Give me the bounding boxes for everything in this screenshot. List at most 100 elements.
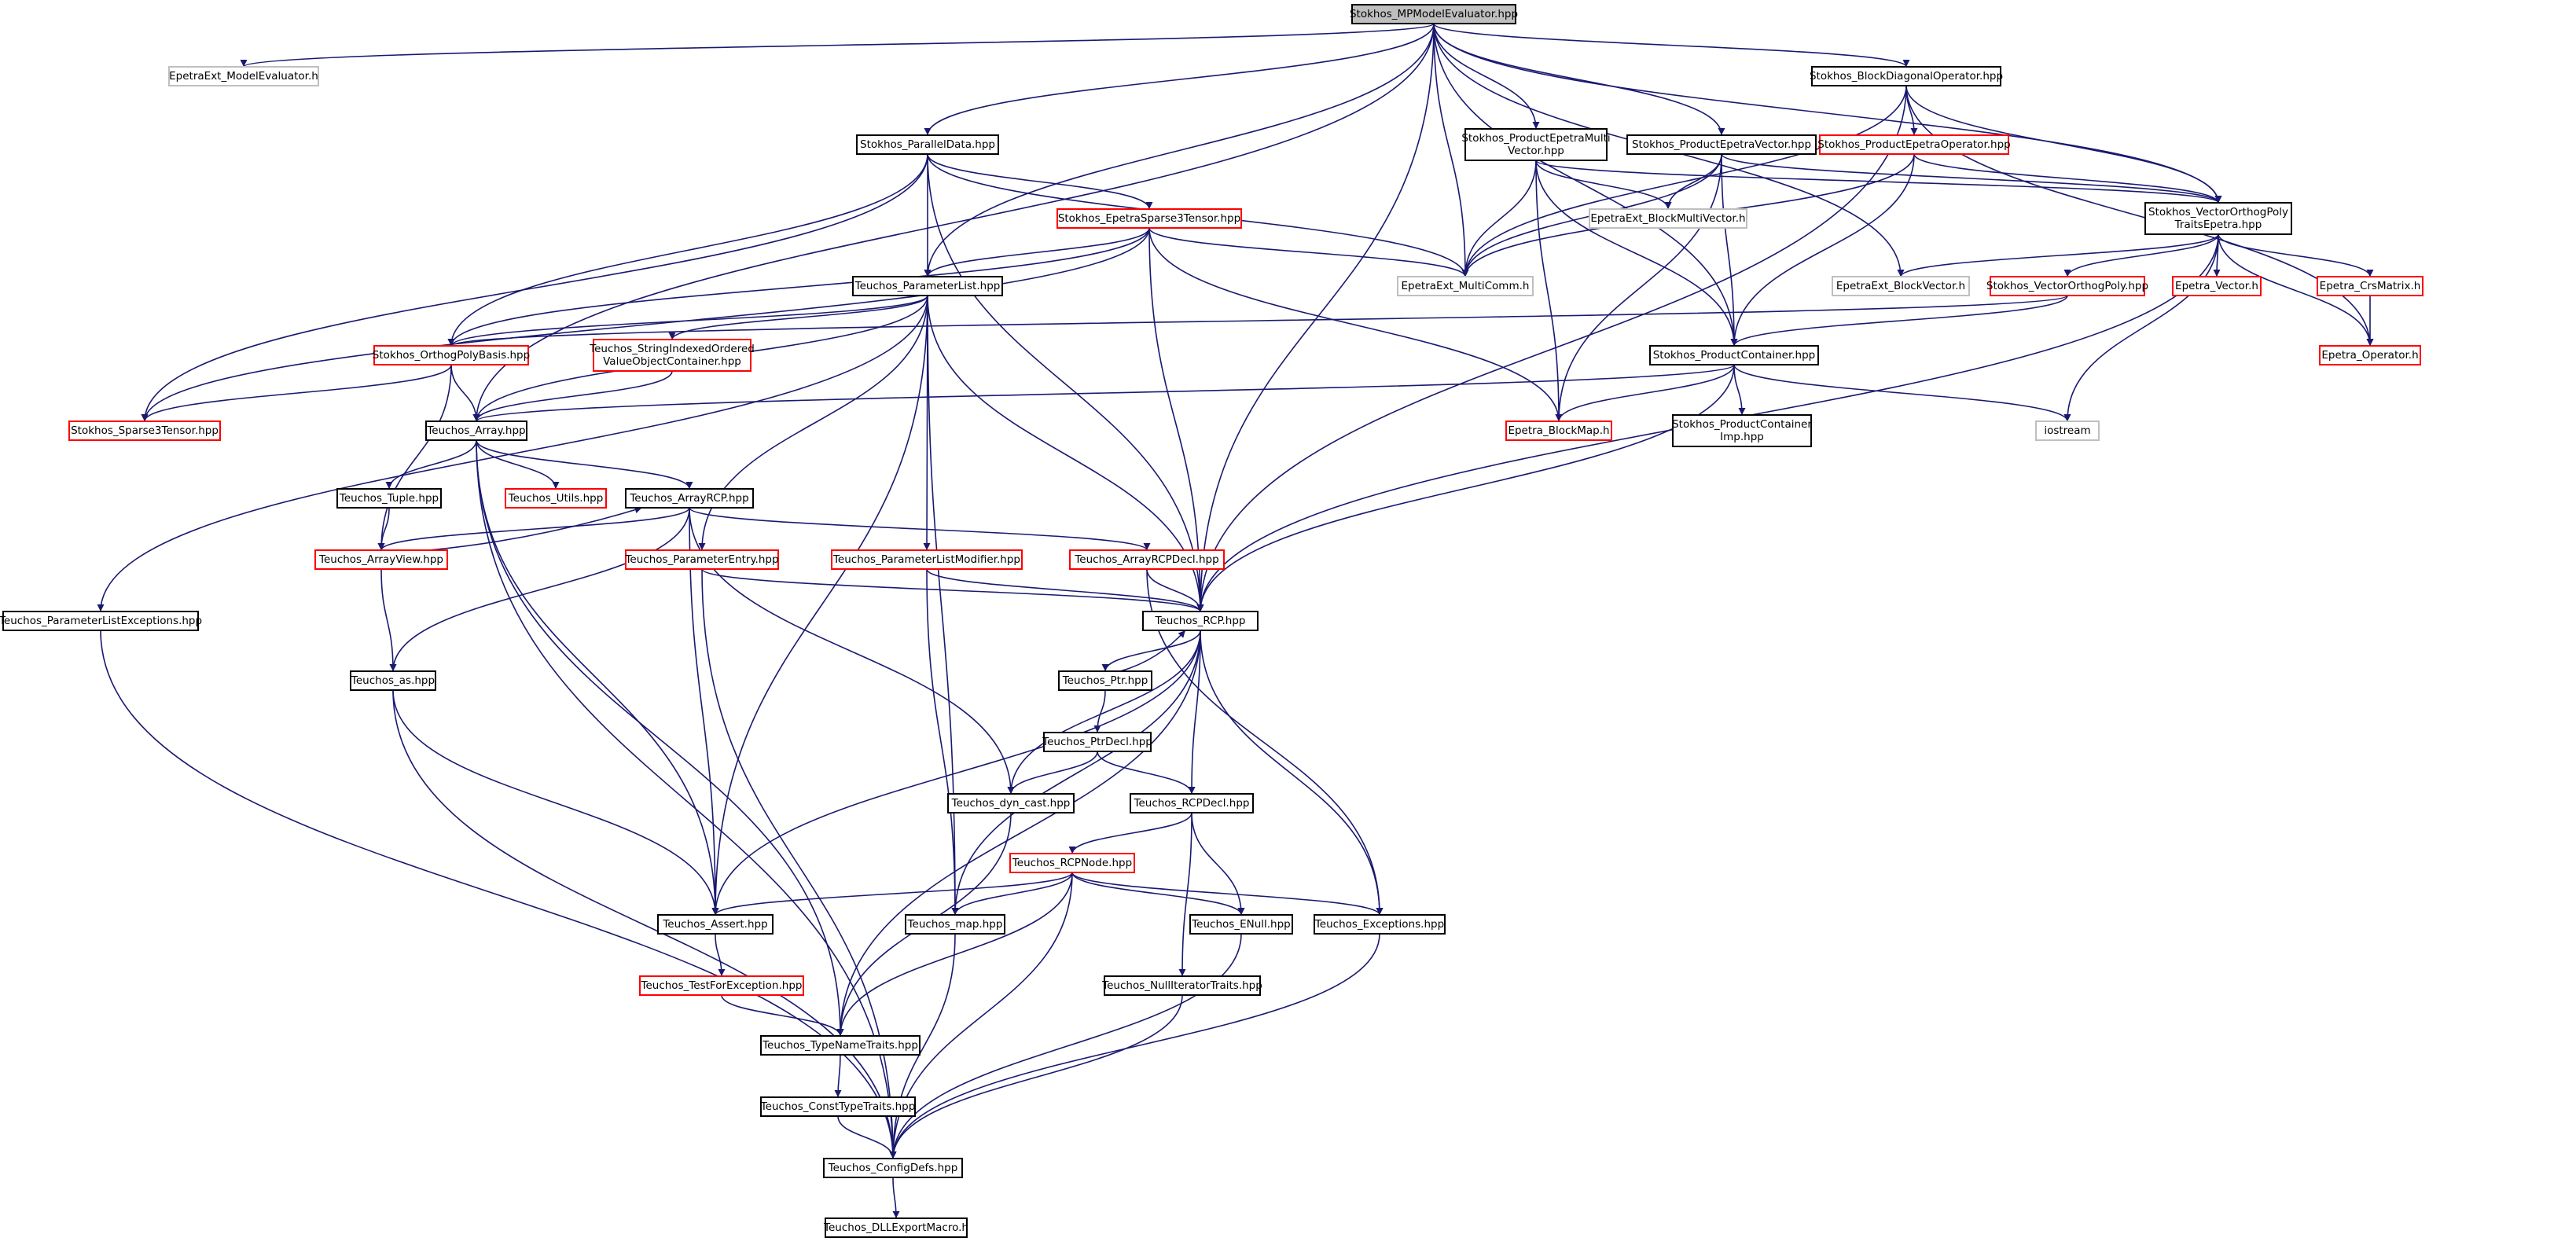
node-label: Teuchos_ParameterListExceptions.hpp bbox=[0, 615, 202, 627]
edge-line bbox=[472, 23, 1435, 422]
edge-rcpdecl-to-nit bbox=[1178, 812, 1192, 977]
node-sivoc[interactable]: Teuchos_StringIndexedOrderedValueObjectC… bbox=[589, 339, 755, 372]
edge-line bbox=[392, 689, 719, 916]
node-ptrdecl[interactable]: Teuchos_PtrDecl.hpp bbox=[1042, 732, 1152, 752]
node-box bbox=[168, 66, 319, 86]
node-prodcont[interactable]: Stokhos_ProductContainer.hpp bbox=[1649, 345, 1819, 365]
edge-plist-to-opb bbox=[447, 295, 928, 347]
edge-line bbox=[476, 439, 844, 1037]
node-rcpdecl[interactable]: Teuchos_RCPDecl.hpp bbox=[1130, 793, 1254, 813]
node-label: iostream bbox=[2044, 424, 2090, 437]
edge-plmod-to-map bbox=[926, 568, 959, 916]
node-opb[interactable]: Stokhos_OrthogPolyBasis.hpp bbox=[373, 345, 530, 365]
node-blockdiag[interactable]: Stokhos_BlockDiagonalOperator.hpp bbox=[1810, 66, 2003, 86]
edge-prodepop-to-vopte bbox=[1913, 153, 2222, 204]
edge-mpme-to-prodepmv bbox=[1433, 23, 1540, 130]
edge-ptrdecl-to-rcpdecl bbox=[1097, 751, 1196, 795]
edge-plist-to-sivoc bbox=[668, 295, 928, 340]
edge-line bbox=[926, 568, 1204, 612]
node-aview[interactable]: Teuchos_ArrayView.hpp bbox=[314, 549, 448, 570]
node-paralleldata[interactable]: Stokhos_ParallelData.hpp bbox=[856, 134, 999, 155]
node-nit[interactable]: Teuchos_NullIteratorTraits.hpp bbox=[1101, 975, 1262, 996]
node-box bbox=[1990, 276, 2145, 296]
edge-line bbox=[834, 1054, 842, 1098]
node-label: Teuchos_Ptr.hpp bbox=[1062, 674, 1148, 687]
node-prodepop[interactable]: Stokhos_ProductEpetraOperator.hpp bbox=[1817, 134, 2011, 155]
edge-line bbox=[1555, 364, 1735, 422]
node-label: Teuchos_Assert.hpp bbox=[662, 918, 767, 931]
node-tnt[interactable]: Teuchos_TypeNameTraits.hpp bbox=[760, 1035, 921, 1056]
node-dll[interactable]: Teuchos_DLLExportMacro.h bbox=[823, 1217, 968, 1238]
node-tuple[interactable]: Teuchos_Tuple.hpp bbox=[336, 488, 442, 509]
node-rcpnode[interactable]: Teuchos_RCPNode.hpp bbox=[1009, 853, 1135, 873]
node-map[interactable]: Teuchos_map.hpp bbox=[905, 914, 1005, 935]
edge-line bbox=[1721, 153, 1738, 347]
node-label: Teuchos_NullIteratorTraits.hpp bbox=[1101, 979, 1262, 992]
node-as[interactable]: Teuchos_as.hpp bbox=[350, 670, 436, 691]
node-sparse3[interactable]: Stokhos_Sparse3Tensor.hpp bbox=[68, 421, 221, 441]
node-tfe[interactable]: Teuchos_TestForException.hpp bbox=[639, 975, 804, 996]
node-enull[interactable]: Teuchos_ENull.hpp bbox=[1189, 914, 1293, 935]
edge-line bbox=[837, 1115, 897, 1159]
node-ecrs[interactable]: Epetra_CrsMatrix.h bbox=[2317, 276, 2423, 296]
node-tarray[interactable]: Teuchos_Array.hpp bbox=[425, 421, 527, 441]
node-label: Teuchos_Utils.hpp bbox=[508, 492, 604, 505]
edge-line bbox=[927, 153, 1153, 210]
node-box bbox=[852, 276, 1003, 296]
node-box bbox=[2, 611, 199, 631]
node-cdefs[interactable]: Teuchos_ConfigDefs.hpp bbox=[823, 1158, 963, 1178]
edge-rcpdecl-to-enull bbox=[1191, 812, 1245, 916]
edge-line bbox=[924, 23, 1435, 136]
edge-line bbox=[1196, 364, 1735, 612]
node-plexc[interactable]: Teuchos_ParameterListExceptions.hpp bbox=[0, 611, 202, 631]
edge-line bbox=[889, 994, 1183, 1159]
edge-line bbox=[889, 933, 956, 1159]
node-utils[interactable]: Teuchos_Utils.hpp bbox=[505, 488, 607, 509]
node-evector[interactable]: Epetra_Vector.h bbox=[2172, 276, 2262, 296]
node-label: Stokhos_ProductEpetraMulti bbox=[1461, 132, 1610, 145]
node-arcpdecl[interactable]: Teuchos_ArrayRCPDecl.hpp bbox=[1069, 549, 1225, 570]
node-exc[interactable]: Teuchos_Exceptions.hpp bbox=[1314, 914, 1446, 935]
edge-mpme-to-paralleldata bbox=[924, 23, 1435, 136]
edge-prodepmv-to-eext_mc bbox=[1461, 160, 1537, 277]
node-pentry[interactable]: Teuchos_ParameterEntry.hpp bbox=[624, 549, 779, 570]
node-prodepv[interactable]: Stokhos_ProductEpetraVector.hpp bbox=[1626, 134, 1817, 155]
edge-line bbox=[926, 568, 959, 916]
node-label: Teuchos_map.hpp bbox=[907, 918, 1003, 931]
edge-vopte-to-ecrs bbox=[2218, 233, 2374, 277]
node-label: Teuchos_ConstTypeTraits.hpp bbox=[760, 1100, 916, 1113]
edge-opb-to-aview bbox=[377, 364, 452, 551]
edge-vopte-to-iostream bbox=[2063, 233, 2219, 422]
node-rcp[interactable]: Teuchos_RCP.hpp bbox=[1142, 611, 1259, 631]
node-box bbox=[947, 793, 1075, 813]
edge-ctt-to-cdefs bbox=[837, 1115, 897, 1159]
node-ptr[interactable]: Teuchos_Ptr.hpp bbox=[1058, 670, 1152, 691]
node-assert[interactable]: Teuchos_Assert.hpp bbox=[657, 914, 774, 935]
node-plist[interactable]: Teuchos_ParameterList.hpp bbox=[852, 276, 1003, 296]
node-vop[interactable]: Stokhos_VectorOrthogPoly.hpp bbox=[1986, 276, 2148, 296]
node-ebm[interactable]: Epetra_BlockMap.h bbox=[1505, 421, 1612, 441]
edge-ptrdecl-to-dyncast bbox=[1007, 751, 1098, 795]
edge-line bbox=[668, 295, 928, 340]
node-label: Teuchos_RCPNode.hpp bbox=[1012, 857, 1132, 869]
node-ctt[interactable]: Teuchos_ConstTypeTraits.hpp bbox=[760, 1096, 916, 1117]
node-label: ValueObjectContainer.hpp bbox=[603, 355, 741, 368]
node-arcp[interactable]: Teuchos_ArrayRCP.hpp bbox=[625, 488, 754, 509]
edge-line bbox=[711, 295, 928, 916]
node-label: Teuchos_ParameterEntry.hpp bbox=[624, 553, 778, 566]
edge-prodepv-to-ebm bbox=[1555, 153, 1722, 422]
edge-line bbox=[1433, 23, 1738, 347]
edge-mpme-to-plist bbox=[924, 23, 1435, 277]
node-box bbox=[1464, 128, 1608, 161]
node-eop[interactable]: Epetra_Operator.h bbox=[2319, 345, 2421, 365]
node-plmod[interactable]: Teuchos_ParameterListModifier.hpp bbox=[831, 549, 1023, 570]
node-label: EpetraExt_BlockMultiVector.h bbox=[1590, 212, 1745, 225]
node-mpme[interactable]: Stokhos_MPModelEvaluator.hpp bbox=[1350, 4, 1518, 24]
node-epsparse3[interactable]: Stokhos_EpetraSparse3Tensor.hpp bbox=[1056, 208, 1242, 229]
node-dyncast[interactable]: Teuchos_dyn_cast.hpp bbox=[947, 793, 1075, 813]
node-box bbox=[1189, 914, 1293, 935]
edge-tarray-to-assert bbox=[476, 439, 719, 916]
